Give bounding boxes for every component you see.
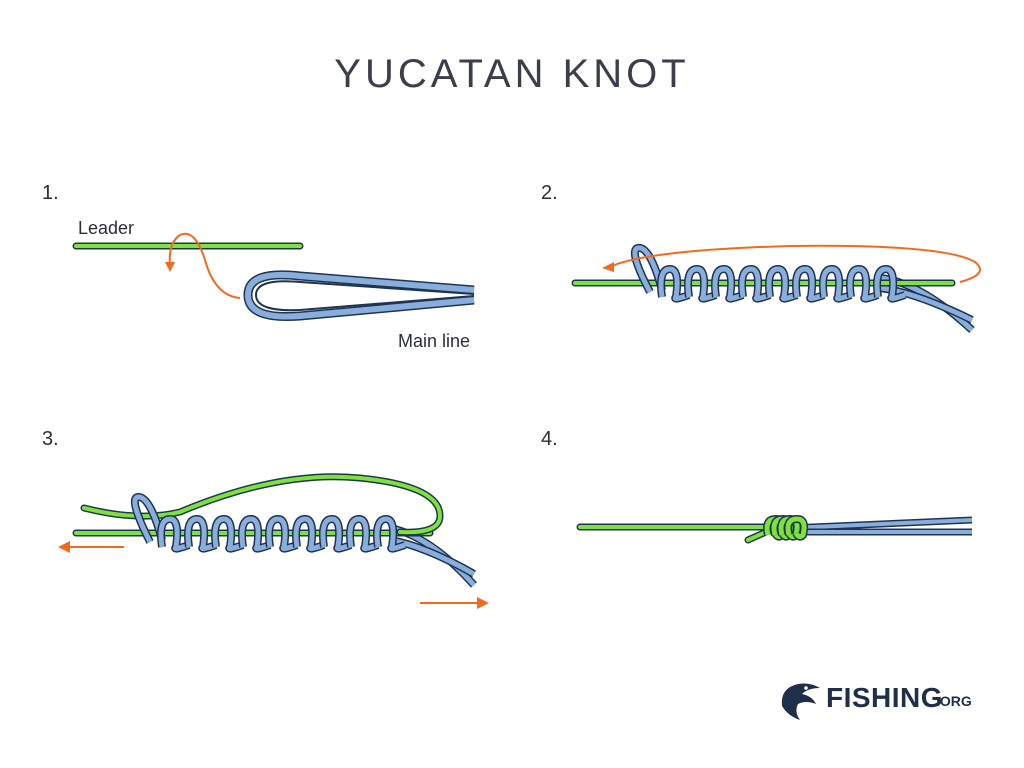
coil-wrap	[685, 266, 717, 302]
coil-wrap	[347, 516, 379, 552]
main-line-loop	[243, 270, 475, 322]
coil-wrap	[374, 516, 406, 552]
coil-wrap	[847, 266, 879, 302]
coil-wrap	[739, 266, 771, 302]
fish-icon	[781, 683, 820, 720]
step-2-number: 2.	[541, 182, 558, 204]
coil-wrap	[185, 516, 217, 552]
coil-wrap	[874, 266, 906, 302]
coil-wrap	[712, 266, 744, 302]
coil-wraps	[631, 244, 907, 303]
step-4-number: 4.	[541, 428, 558, 450]
coil-wrap	[158, 516, 190, 552]
coil-wrap	[785, 516, 807, 540]
fishing-org-logo: FISHING .ORG	[776, 676, 986, 722]
coil-wrap	[320, 516, 352, 552]
coil-wrap	[820, 266, 852, 302]
step-3-number: 3.	[42, 428, 59, 450]
main-line-label: Main line	[398, 331, 471, 351]
arrow-icon	[168, 232, 241, 299]
coil-wrap	[293, 516, 325, 552]
leader-label: Leader	[78, 218, 135, 238]
logo-suffix: .ORG	[936, 693, 972, 709]
finished-knot	[763, 514, 809, 541]
coil-wrap	[793, 266, 825, 302]
coil-wrap	[239, 516, 271, 552]
step-1-number: 1.	[42, 182, 59, 204]
coil-wrap	[266, 516, 298, 552]
arrow-icon	[611, 244, 981, 283]
main-line-tails	[789, 516, 973, 536]
coil-wraps	[131, 493, 407, 553]
logo-name: FISHING	[826, 682, 944, 713]
coil-wrap	[212, 516, 244, 552]
page-title: YUCATAN KNOT	[334, 52, 690, 96]
coil-wrap	[658, 266, 690, 302]
coil-wrap	[766, 266, 798, 302]
